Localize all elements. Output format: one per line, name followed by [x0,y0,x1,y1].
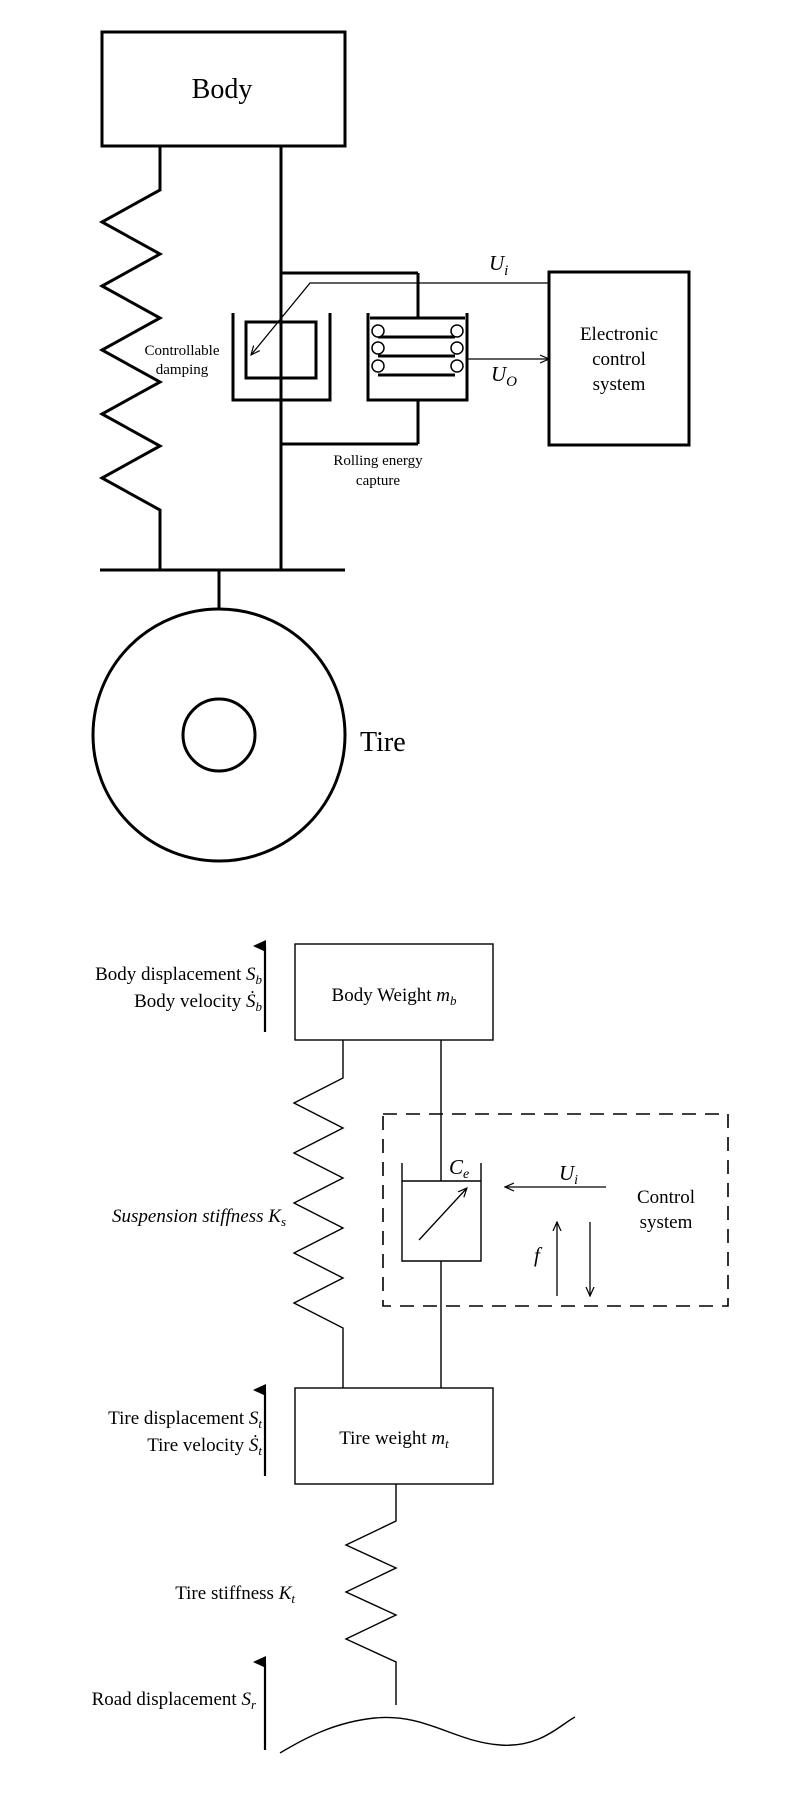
rolling-energy-capture-device [366,313,469,444]
body-weight-box [294,943,494,1041]
tire-stiffness-label: Tire stiffness Kt [175,1583,295,1606]
body-velocity-label: Body velocity Ṡb [134,991,262,1014]
ui-signal-line [251,282,549,355]
ui-control-label: Ui [559,1161,578,1188]
tire-spring [344,1484,398,1705]
body-block [100,30,347,148]
tire-outer [91,607,347,863]
body-displacement-label: Body displacement Sb [95,964,262,987]
ui-label: Ui [489,251,508,279]
control-system-line-1: Control [637,1187,695,1208]
electronic-control-system-box [547,270,691,447]
top-figure: Body [91,30,691,863]
tire-label: Tire [360,727,406,758]
controllable-damping-line-1: Controllable [145,343,220,359]
bottom-figure: Body Weight mb Body displacement Sb Body… [92,940,729,1754]
tire-weight-label: Tire weight mt [339,1428,449,1451]
controllable-damper [231,313,332,444]
body-label: Body [192,74,253,105]
tire-velocity-label: Tire velocity Ṡt [147,1435,262,1458]
uo-label: UO [491,362,517,390]
suspension-stiffness-label: Suspension stiffness Ks [112,1206,286,1229]
variable-damper [401,1163,482,1262]
tire-weight-box [294,1387,494,1485]
rolling-energy-line-2: capture [356,473,400,489]
suspension-spring-bottom [292,1040,345,1388]
rolling-energy-line-1: Rolling energy [333,453,423,469]
ecs-line-3: system [593,374,646,395]
ecs-line-2: control [592,349,646,370]
road-surface [279,1716,576,1754]
body-weight-label: Body Weight mb [332,985,457,1008]
damper-coefficient-label: Ce [449,1155,469,1182]
suspension-spring [98,146,164,570]
tire-displacement-label: Tire displacement St [108,1408,262,1431]
ecs-line-1: Electronic [580,324,658,345]
control-system-line-2: system [640,1212,693,1233]
tire-hub [181,697,257,773]
controllable-damping-line-2: damping [156,362,209,378]
road-displacement-label: Road displacement Sr [92,1689,257,1712]
control-system-region [382,1113,729,1307]
force-label: f [534,1243,543,1267]
